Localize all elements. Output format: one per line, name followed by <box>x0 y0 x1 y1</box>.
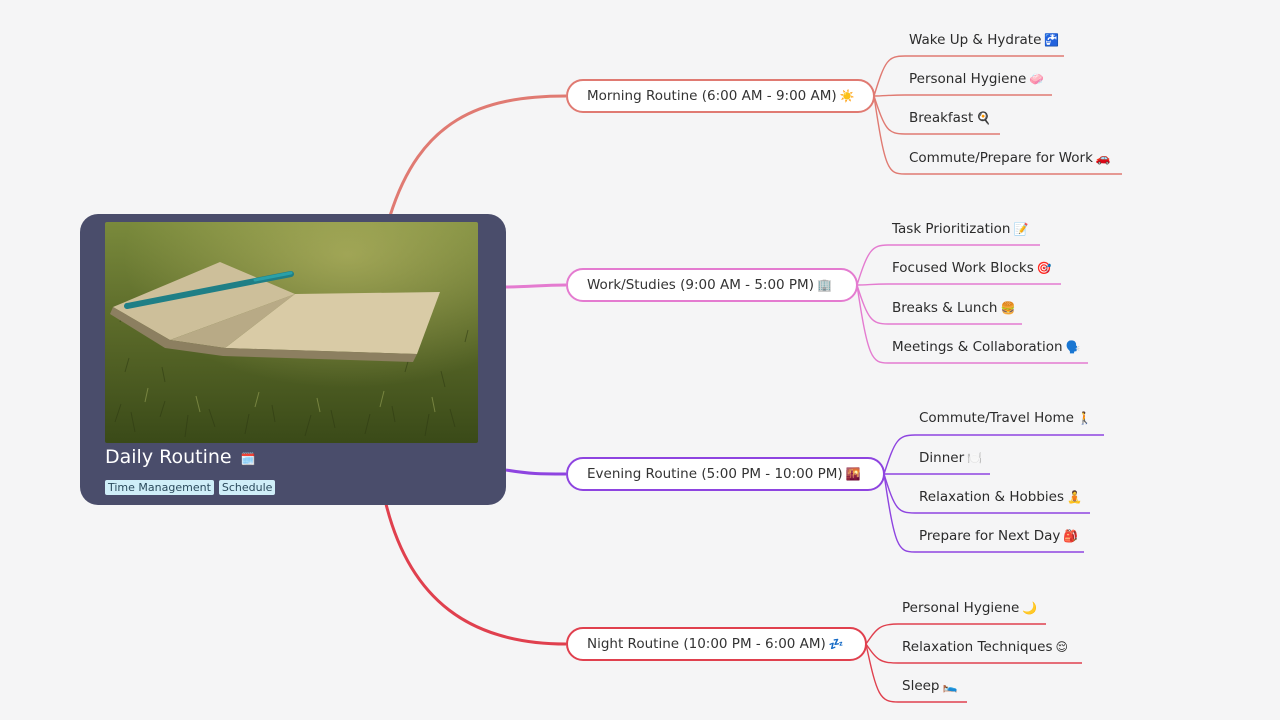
connector-evening-leaf <box>883 473 1090 514</box>
calendar-icon: 🗓️ <box>240 452 256 466</box>
leaf-sleep[interactable]: Sleep🛌 <box>902 678 957 694</box>
leaf-dinner[interactable]: Dinner🍽️ <box>919 450 982 466</box>
central-topic[interactable]: Daily Routine 🗓️ Time Management Schedul… <box>80 214 506 505</box>
leaf-label: Task Prioritization <box>892 221 1011 237</box>
plate-cutlery-icon: 🍽️ <box>967 451 983 465</box>
branch-morning-routine[interactable]: Morning Routine (6:00 AM - 9:00 AM) ☀️ <box>566 79 875 113</box>
leaf-label: Personal Hygiene <box>909 71 1027 87</box>
connector-work-leaf <box>856 283 1061 286</box>
leaf-meetings-collaboration[interactable]: Meetings & Collaboration🗣️ <box>892 339 1081 355</box>
leaf-wake-up-hydrate[interactable]: Wake Up & Hydrate🚰 <box>909 32 1059 48</box>
branch-evening-routine-label: Evening Routine (5:00 PM - 10:00 PM) <box>587 466 843 482</box>
leaf-breaks-lunch[interactable]: Breaks & Lunch🍔 <box>892 300 1015 316</box>
backpack-icon: 🎒 <box>1063 529 1079 543</box>
tag-schedule[interactable]: Schedule <box>218 480 276 495</box>
crescent-moon-icon: 🌙 <box>1022 601 1038 615</box>
branch-evening-routine[interactable]: Evening Routine (5:00 PM - 10:00 PM) 🌇 <box>566 457 885 491</box>
connector-night-leaf <box>865 643 967 703</box>
leaf-commute-prepare[interactable]: Commute/Prepare for Work🚗 <box>909 150 1111 166</box>
leaf-label: Focused Work Blocks <box>892 260 1034 276</box>
leaf-label: Relaxation & Hobbies <box>919 489 1064 505</box>
target-icon: 🎯 <box>1036 261 1052 275</box>
water-tap-icon: 🚰 <box>1044 33 1060 47</box>
leaf-label: Relaxation Techniques <box>902 639 1053 655</box>
leaf-label: Personal Hygiene <box>902 600 1020 616</box>
central-topic-tags: Time Management Schedule <box>105 480 276 495</box>
connector-morning-leaf <box>873 95 1000 135</box>
leaf-label: Dinner <box>919 450 965 466</box>
leaf-label: Sleep <box>902 678 940 694</box>
leaf-breakfast[interactable]: Breakfast🍳 <box>909 110 991 126</box>
walking-person-icon: 🚶 <box>1076 411 1092 425</box>
connector-morning-leaf <box>873 94 1052 97</box>
connector-central-work <box>505 283 567 289</box>
leaf-personal-hygiene-morning[interactable]: Personal Hygiene🧼 <box>909 71 1044 87</box>
leaf-personal-hygiene-night[interactable]: Personal Hygiene🌙 <box>902 600 1037 616</box>
bed-icon: 🛌 <box>942 679 958 693</box>
leaf-commute-travel-home[interactable]: Commute/Travel Home🚶 <box>919 410 1092 426</box>
frying-pan-icon: 🍳 <box>976 111 992 125</box>
connector-morning-leaf <box>873 55 1064 97</box>
connector-work-leaf <box>856 284 1022 325</box>
office-building-icon: 🏢 <box>816 278 832 292</box>
meditation-icon: 🧘 <box>1066 490 1082 504</box>
connector-evening-leaf <box>883 434 1104 475</box>
connector-morning-leaf <box>873 95 1122 175</box>
branch-work-studies[interactable]: Work/Studies (9:00 AM - 5:00 PM) 🏢 <box>566 268 858 302</box>
central-topic-title: Daily Routine 🗓️ <box>105 446 256 468</box>
burger-icon: 🍔 <box>1000 301 1016 315</box>
central-topic-title-text: Daily Routine <box>105 446 232 468</box>
connector-work-leaf <box>856 284 1088 364</box>
connector-night-leaf <box>865 643 1082 664</box>
leaf-relaxation-hobbies[interactable]: Relaxation & Hobbies🧘 <box>919 489 1082 505</box>
sunset-city-icon: 🌇 <box>845 467 861 481</box>
leaf-label: Prepare for Next Day <box>919 528 1061 544</box>
leaf-label: Breakfast <box>909 110 974 126</box>
central-topic-image <box>105 222 478 443</box>
leaf-task-prioritization[interactable]: Task Prioritization📝 <box>892 221 1028 237</box>
leaf-focused-work-blocks[interactable]: Focused Work Blocks🎯 <box>892 260 1052 276</box>
branch-work-studies-label: Work/Studies (9:00 AM - 5:00 PM) <box>587 277 814 293</box>
connector-central-night <box>384 503 567 646</box>
connector-central-evening <box>505 468 567 476</box>
branch-morning-routine-label: Morning Routine (6:00 AM - 9:00 AM) <box>587 88 837 104</box>
leaf-label: Wake Up & Hydrate <box>909 32 1042 48</box>
speaking-head-icon: 🗣️ <box>1065 340 1081 354</box>
leaf-label: Commute/Travel Home <box>919 410 1074 426</box>
soap-icon: 🧼 <box>1029 72 1045 86</box>
sun-icon: ☀️ <box>839 89 855 103</box>
memo-icon: 📝 <box>1013 222 1029 236</box>
leaf-label: Breaks & Lunch <box>892 300 998 316</box>
branch-night-routine-label: Night Routine (10:00 PM - 6:00 AM) <box>587 636 826 652</box>
connector-night-leaf <box>865 623 1046 645</box>
leaf-relaxation-techniques[interactable]: Relaxation Techniques😌 <box>902 639 1068 655</box>
connector-central-morning <box>388 94 567 217</box>
car-icon: 🚗 <box>1095 151 1111 165</box>
leaf-label: Meetings & Collaboration <box>892 339 1063 355</box>
zzz-icon: 💤 <box>828 637 844 651</box>
leaf-label: Commute/Prepare for Work <box>909 150 1093 166</box>
connector-evening-leaf <box>883 473 1084 553</box>
leaf-prepare-next-day[interactable]: Prepare for Next Day🎒 <box>919 528 1078 544</box>
tag-time-management[interactable]: Time Management <box>105 480 214 495</box>
branch-night-routine[interactable]: Night Routine (10:00 PM - 6:00 AM) 💤 <box>566 627 867 661</box>
connector-work-leaf <box>856 244 1040 286</box>
relieved-face-icon: 😌 <box>1055 640 1069 654</box>
